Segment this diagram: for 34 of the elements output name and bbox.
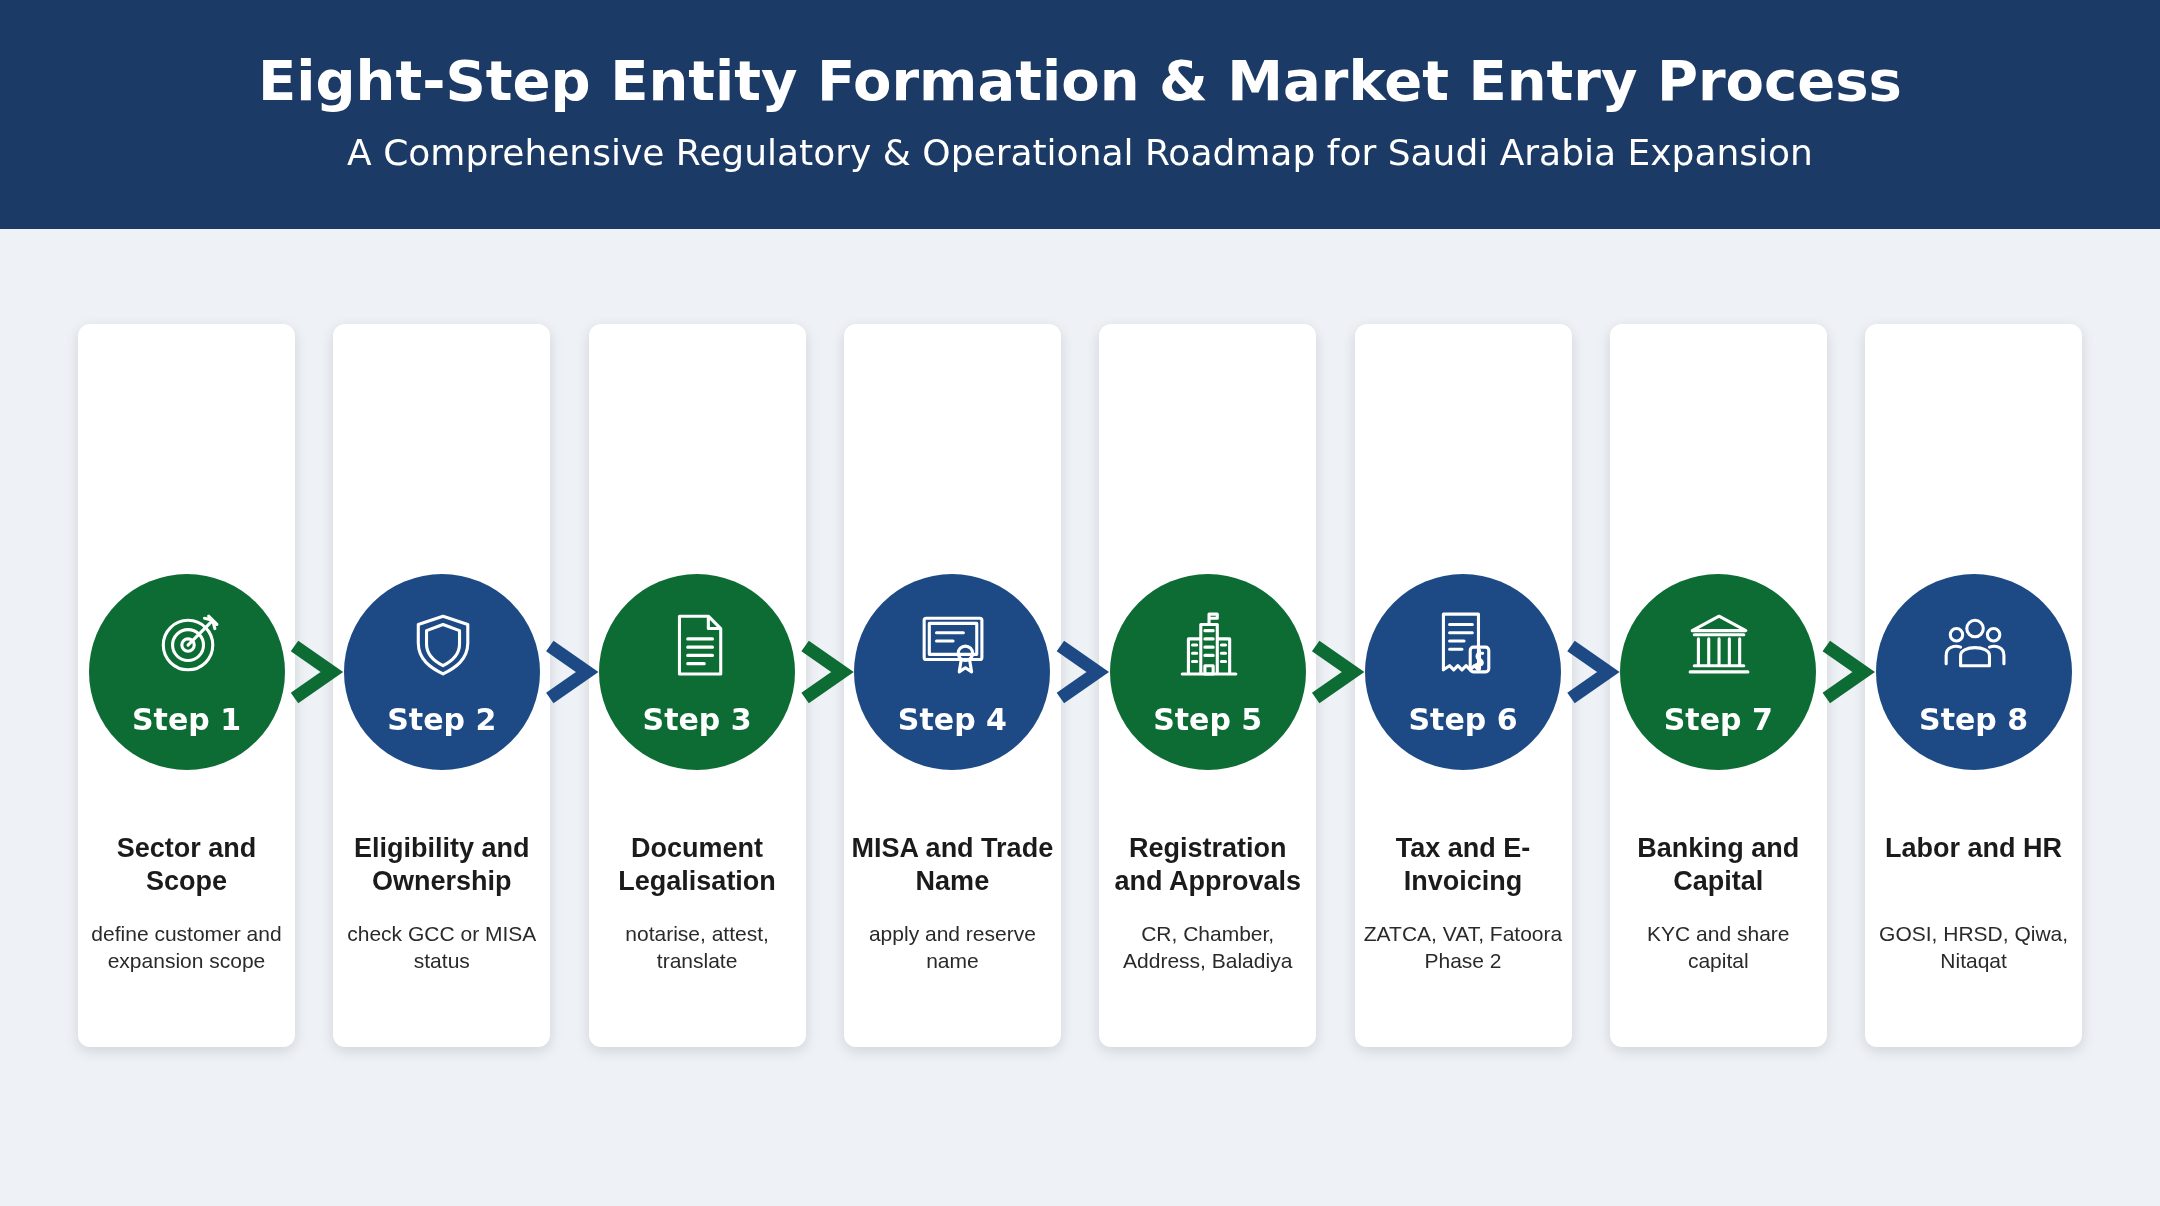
step-description: GOSI, HRSD, Qiwa, Nitaqat: [1878, 921, 2070, 974]
step-description: define customer and expansion scope: [90, 921, 283, 974]
step-title: Document Legalisation: [617, 832, 777, 898]
step-title: MISA and Trade Name: [850, 832, 1055, 898]
step-title: Registration and Approvals: [1113, 832, 1302, 898]
step-card: [78, 324, 295, 1047]
step-title: Sector and Scope: [115, 832, 258, 898]
step-card: [588, 324, 806, 1047]
step-label: Step 1: [130, 702, 243, 738]
step-card: [333, 324, 551, 1047]
step-title: Tax and E-Invoicing: [1394, 832, 1532, 898]
step-label: Step 3: [641, 702, 753, 738]
step-card: [1099, 324, 1317, 1047]
step-label: Step 6: [1407, 702, 1519, 738]
step-label: Step 8: [1918, 702, 2030, 738]
title: Eight-Step Entity Formation & Market Entry Process: [257, 48, 1903, 113]
step-card: [1865, 324, 2083, 1047]
step-card: [1354, 324, 1572, 1047]
step-label: Step 5: [1152, 702, 1264, 738]
step-description: notarise, attest, translate: [624, 921, 770, 974]
step-title: Labor and HR: [1884, 832, 2064, 865]
step-label: Step 2: [386, 702, 498, 738]
subtitle: A Comprehensive Regulatory & Operational Roadmap for Saudi Arabia Expansion: [346, 132, 1814, 173]
step-description: CR, Chamber, Address, Baladiya: [1122, 921, 1294, 974]
step-label: Step 4: [896, 702, 1008, 738]
step-description: ZATCA, VAT, Fatoora Phase 2: [1362, 921, 1564, 974]
step-description: KYC and share capital: [1646, 921, 1791, 974]
step-title: Eligibility and Ownership: [353, 832, 531, 898]
step-card: [1609, 324, 1827, 1047]
step-label: Step 7: [1662, 702, 1774, 738]
step-description: check GCC or MISA status: [346, 921, 538, 974]
step-title: Banking and Capital: [1636, 832, 1801, 898]
step-card: [843, 324, 1061, 1047]
step-description: apply and reserve name: [867, 921, 1037, 974]
